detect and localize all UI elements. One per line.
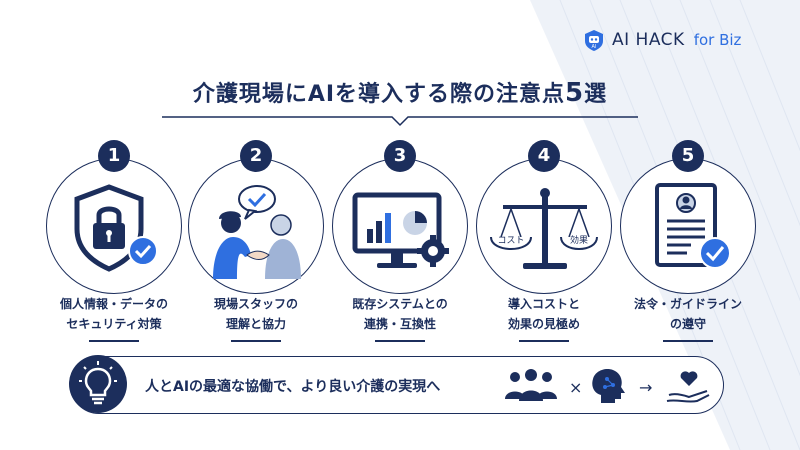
number-badge: 4 — [528, 140, 560, 172]
point-label-line2: 理解と協力 — [225, 317, 286, 331]
point-label-line2: 効果の見極め — [507, 317, 580, 331]
brand-logo[interactable]: AI AI HACK for Biz — [582, 28, 741, 52]
cost-tag: コスト — [497, 236, 524, 246]
title-suffix: 選 — [584, 82, 608, 107]
effect-tag: 効果 — [570, 234, 588, 246]
document-check-icon — [655, 183, 731, 269]
logo-brand: AI HACK — [612, 30, 685, 50]
label-underline — [519, 340, 569, 342]
icon-circle: コスト 効果 — [476, 158, 612, 294]
title-main: 介護現場にAIを導入する際の注意点 — [192, 82, 566, 107]
page-title: 介護現場にAIを導入する際の注意点5選 — [0, 76, 800, 108]
point-label-line1: 既存システムとの — [352, 297, 448, 311]
ai-head-icon — [592, 369, 625, 403]
robot-badge-icon: AI — [585, 30, 603, 51]
banner-message: 人とAIの最適な協働で、より良い介護の実現へ — [145, 379, 441, 395]
number-badge: 3 — [384, 140, 416, 172]
heart-in-hand-icon — [666, 371, 710, 403]
icon-circle — [46, 158, 182, 294]
point-label: 現場スタッフの 理解と協力 — [176, 294, 336, 334]
point-label-line2: セキュリティ対策 — [66, 317, 162, 331]
label-underline — [89, 340, 139, 342]
point-label: 既存システムとの 連携・互換性 — [320, 294, 480, 334]
number-badge: 5 — [672, 140, 704, 172]
point-label-line1: 法令・ガイドライン — [633, 297, 742, 311]
point-label-line1: 現場スタッフの — [213, 297, 298, 311]
icon-circle — [188, 158, 324, 294]
arrow-sign: → — [639, 378, 652, 397]
label-underline — [375, 340, 425, 342]
number-badge: 2 — [240, 140, 272, 172]
icon-circle — [620, 158, 756, 294]
icon-circle — [332, 158, 468, 294]
point-label-line1: 導入コストと — [507, 297, 580, 311]
point-label-line2: の遵守 — [669, 317, 706, 331]
shield-lock-icon — [74, 184, 158, 272]
point-label-line2: 連携・互換性 — [363, 317, 436, 331]
point-label: 法令・ガイドライン の遵守 — [608, 294, 768, 334]
monitor-gear-icon — [352, 192, 449, 268]
logo-badge-text: AI — [592, 44, 597, 50]
point-label: 導入コストと 効果の見極め — [464, 294, 624, 334]
title-count: 5 — [565, 78, 585, 108]
title-underline — [162, 116, 638, 127]
label-underline — [663, 340, 713, 342]
times-sign: × — [569, 378, 582, 397]
point-label: 個人情報・データの セキュリティ対策 — [34, 294, 194, 334]
banner-icon-row: × → — [505, 369, 710, 403]
number-badge: 1 — [98, 140, 130, 172]
point-label-line1: 個人情報・データの — [59, 297, 168, 311]
balance-scale-icon: コスト 効果 — [490, 188, 598, 269]
lightbulb-icon — [79, 361, 117, 405]
people-group-icon — [505, 369, 557, 401]
caution-points: 1 個人情報・データの セキュリティ対策 2 — [0, 140, 800, 342]
summary-banner: 人とAIの最適な協働で、より良い介護の実現へ × → — [69, 355, 724, 414]
logo-sub: for Biz — [693, 31, 742, 49]
bulb-badge — [69, 355, 127, 413]
label-underline — [231, 340, 281, 342]
caregiver-handshake-icon — [213, 185, 301, 279]
